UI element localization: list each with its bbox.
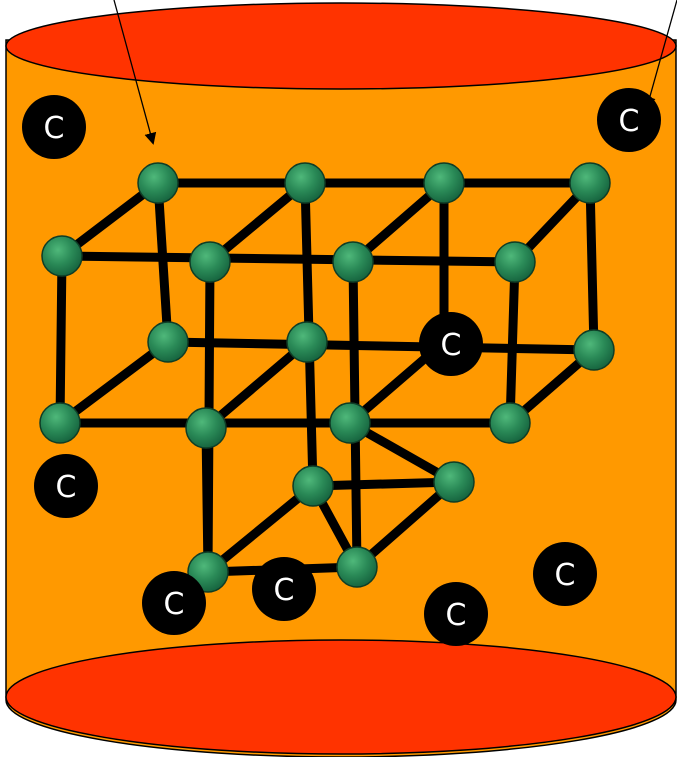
iron-atom: [332, 241, 374, 283]
lattice-bond: [308, 477, 459, 491]
iron-atom: [329, 402, 371, 444]
arrow-right: [643, 0, 677, 109]
carbon-atom: C: [252, 557, 316, 621]
svg-text:C: C: [619, 104, 640, 139]
iron-atom: [336, 546, 378, 588]
carbon-atom: C: [22, 95, 86, 159]
svg-text:C: C: [56, 470, 77, 505]
carbon-atom: C: [34, 454, 98, 518]
annotation-arrows: [113, 0, 677, 145]
svg-text:C: C: [555, 558, 576, 593]
cylinder-top-cap: [5, 2, 677, 90]
carbon-atom: C: [424, 582, 488, 646]
iron-atom: [39, 402, 81, 444]
carbon-atom: C: [533, 542, 597, 606]
iron-atom: [284, 162, 326, 204]
carbon-atoms: C C C C C C C C: [22, 88, 661, 646]
svg-text:C: C: [44, 111, 65, 146]
iron-atom: [489, 402, 531, 444]
iron-atom: [292, 465, 334, 507]
iron-atom: [137, 162, 179, 204]
lattice-bond: [201, 423, 213, 577]
svg-text:C: C: [446, 598, 467, 633]
iron-atom: [433, 461, 475, 503]
lattice-atoms: [39, 162, 615, 593]
lattice-bond: [201, 337, 312, 433]
iron-atom: [185, 407, 227, 449]
lattice-bond: [505, 257, 520, 428]
svg-text:C: C: [441, 328, 462, 363]
iron-atom: [286, 321, 328, 363]
arrow-left: [113, 0, 157, 145]
iron-atom: [494, 241, 536, 283]
lattice-bond: [153, 178, 173, 347]
svg-text:C: C: [164, 587, 185, 622]
svg-text:C: C: [274, 573, 295, 608]
lattice-bond: [163, 337, 599, 355]
cylinder-bottom-cap: [5, 639, 677, 755]
iron-atom: [423, 162, 465, 204]
iron-atom: [147, 321, 189, 363]
iron-atom: [189, 241, 231, 283]
lattice-bond: [352, 477, 459, 572]
lattice-bond: [55, 251, 67, 428]
iron-atom: [569, 162, 611, 204]
lattice-bond: [585, 178, 599, 355]
carbon-atom: C: [142, 571, 206, 635]
iron-atom: [573, 329, 615, 371]
iron-atom: [41, 235, 83, 277]
cylinder: [5, 2, 677, 757]
carbon-atom: C: [597, 88, 661, 152]
carbon-atom: C: [419, 312, 483, 376]
lattice-bond: [203, 481, 318, 577]
lattice-bond: [55, 337, 173, 428]
